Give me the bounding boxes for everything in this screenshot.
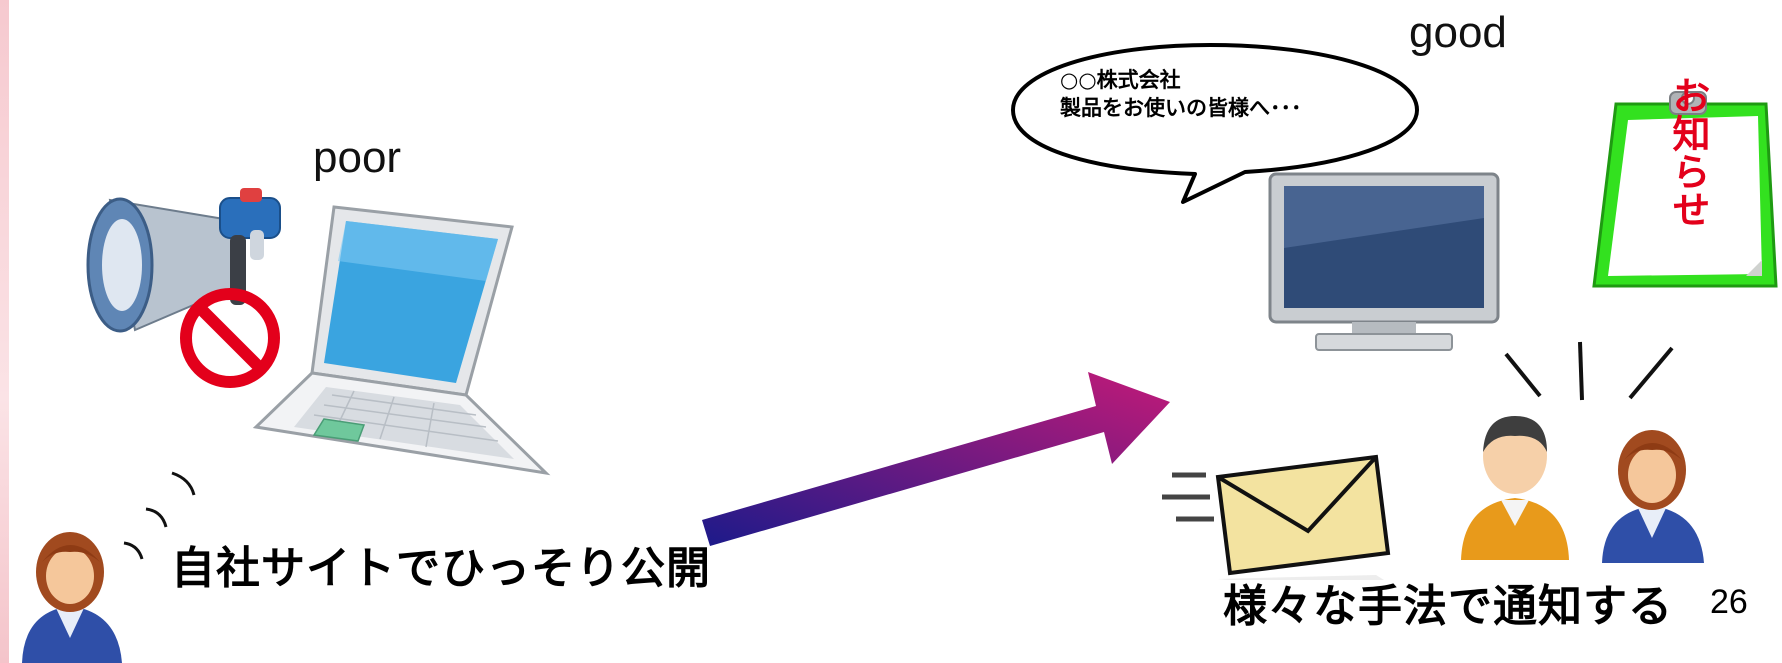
laptop-icon <box>252 205 551 476</box>
sound-waves-icon <box>123 471 196 560</box>
speech-bubble <box>1011 43 1419 204</box>
notice-board-icon: お知らせ <box>1592 76 1778 288</box>
notice-board-text: お知らせ <box>1666 76 1710 228</box>
woman-avatar-right-icon <box>1602 430 1704 563</box>
megaphone-icon <box>86 188 281 333</box>
caption-left: 自社サイトでひっそり公開 <box>171 543 711 594</box>
prohibition-icon <box>180 288 280 388</box>
page-number: 26 <box>1710 583 1748 621</box>
label-poor: poor <box>313 133 402 182</box>
speech-bubble-text: ○○株式会社 製品をお使いの皆様へ･･･ <box>1060 66 1302 122</box>
slide-edge-accent <box>0 0 9 663</box>
speech-bubble-line1: ○○株式会社 <box>1060 68 1181 92</box>
man-avatar-icon <box>1461 416 1569 560</box>
tv-monitor-icon <box>1268 172 1500 351</box>
woman-avatar-icon <box>22 532 122 663</box>
transition-arrow-icon <box>702 372 1170 546</box>
label-good: good <box>1409 8 1507 57</box>
caption-right: 様々な手法で通知する <box>1223 581 1673 632</box>
attention-lines-icon <box>1504 341 1674 401</box>
speech-bubble-line2: 製品をお使いの皆様へ･･･ <box>1060 96 1302 120</box>
envelope-icon <box>1162 454 1391 580</box>
